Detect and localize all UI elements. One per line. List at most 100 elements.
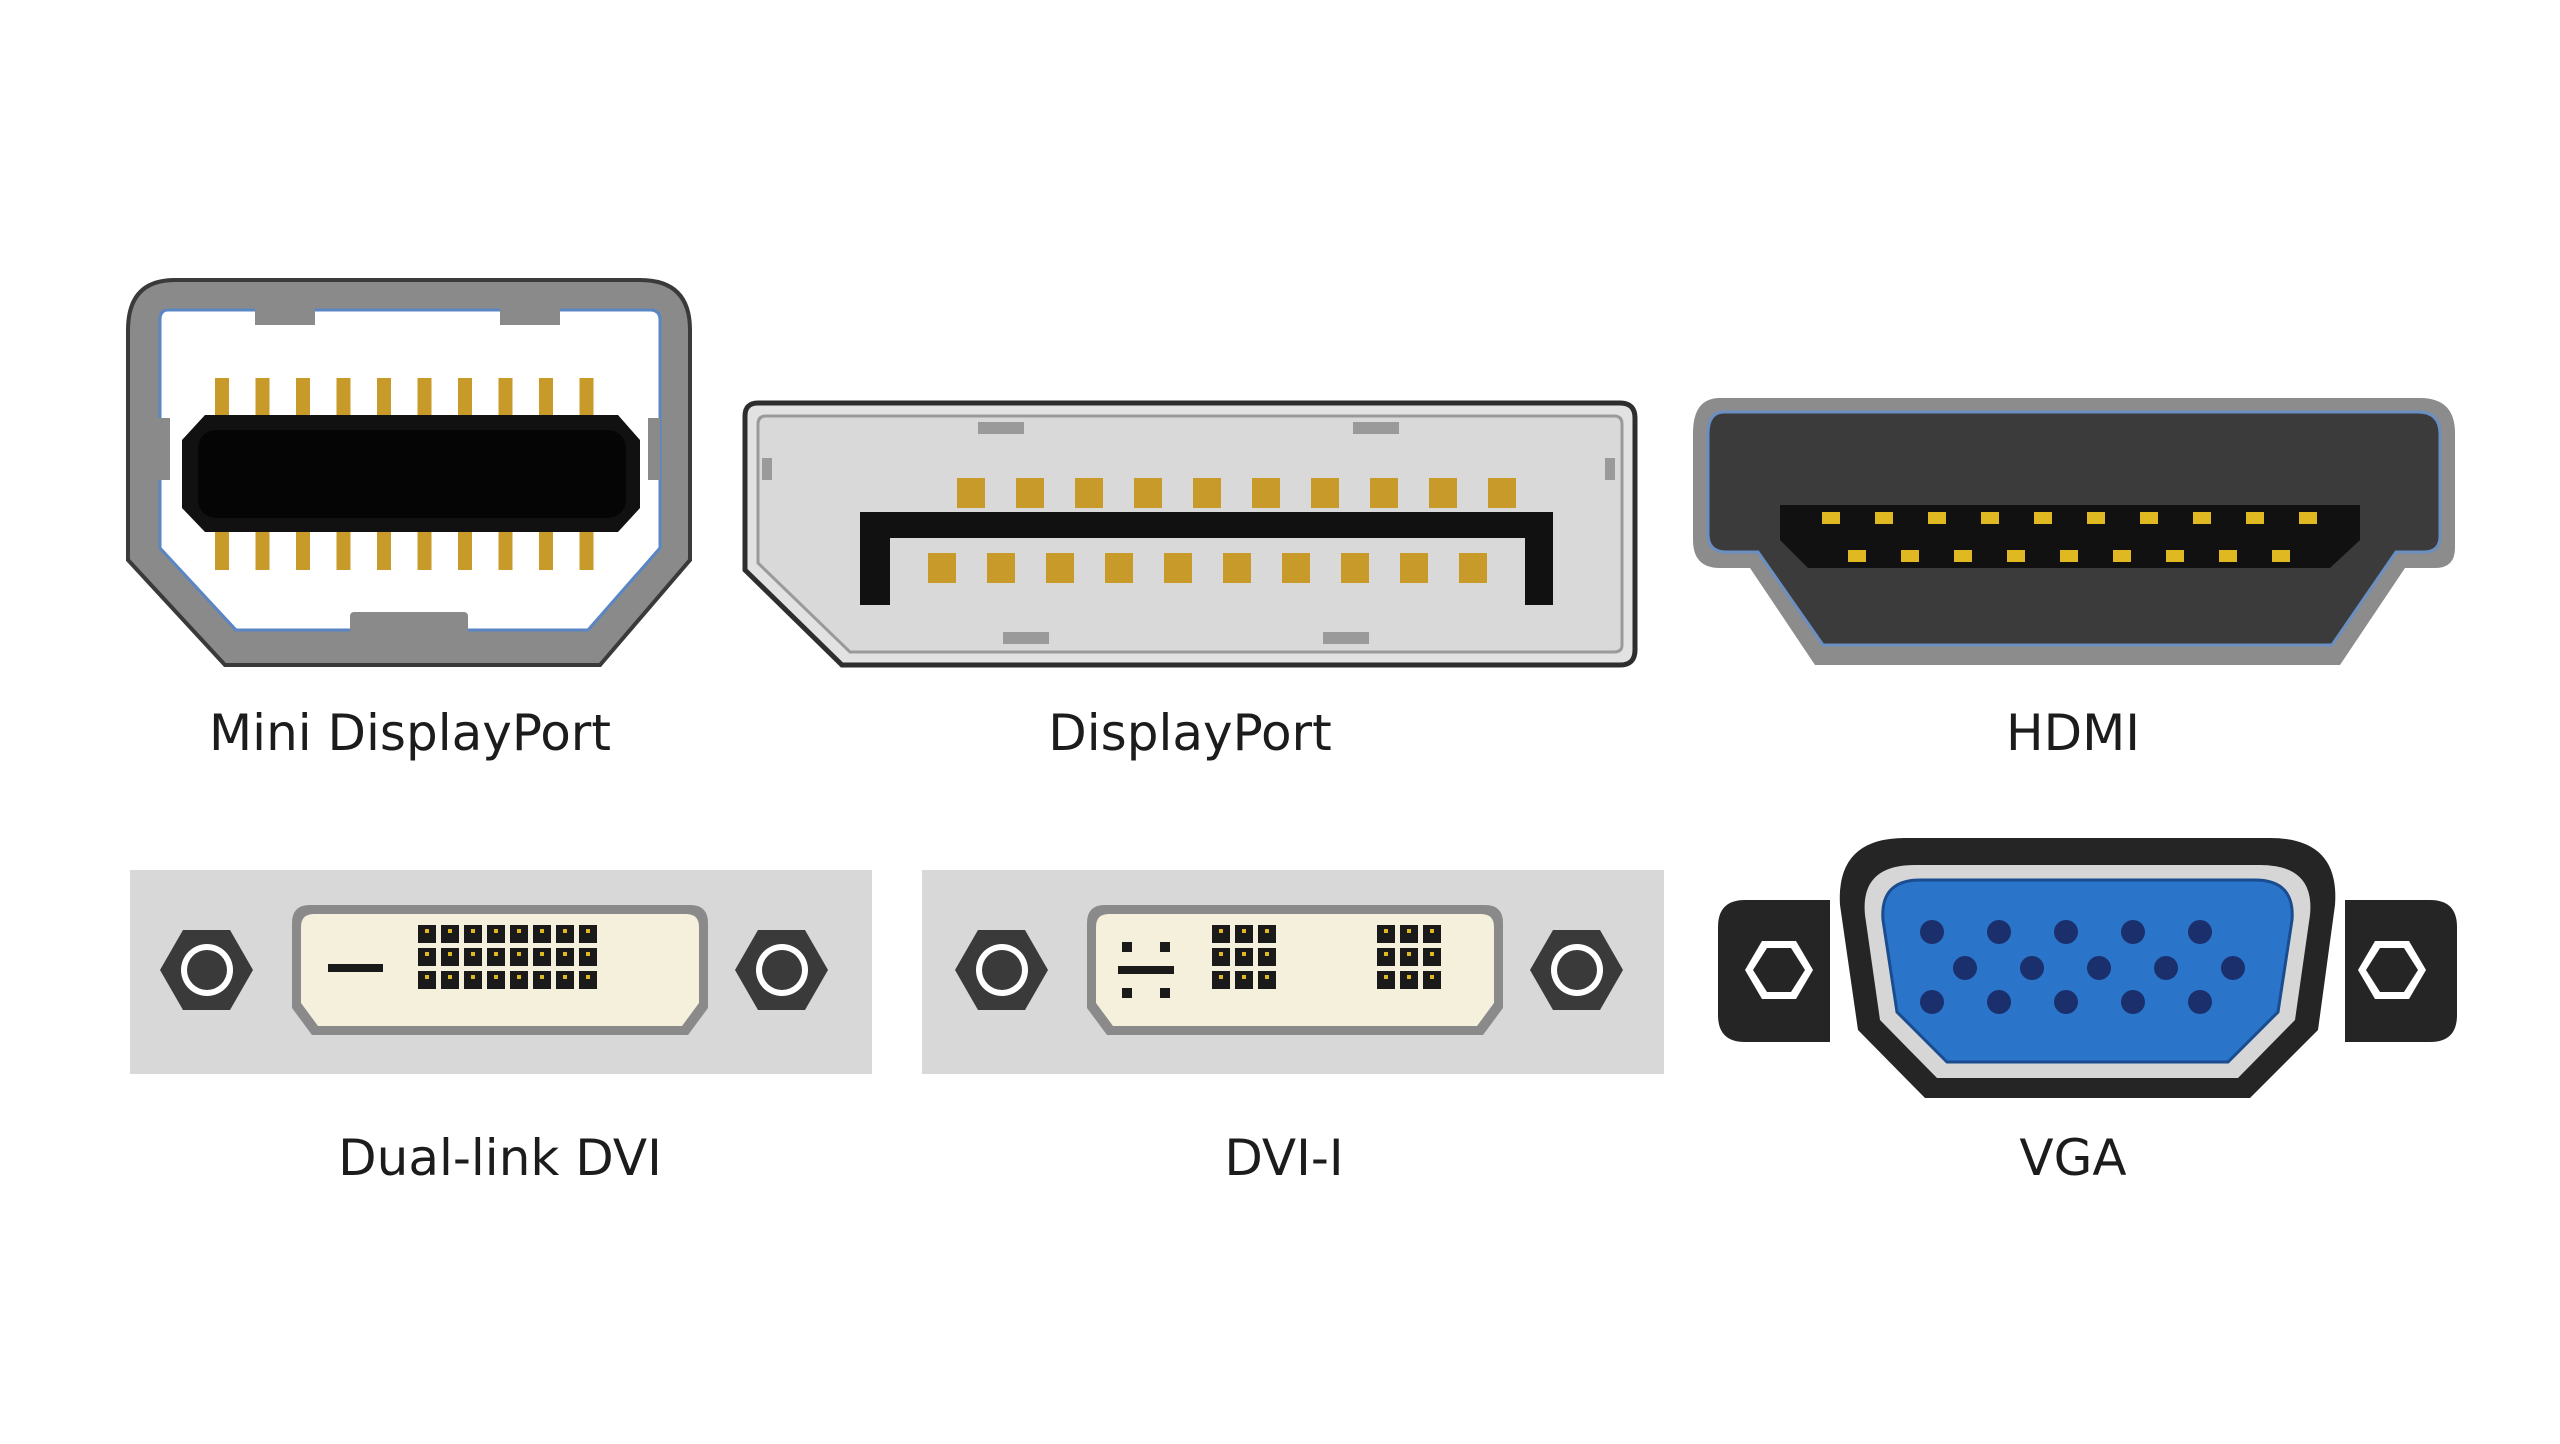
dvi-i-pin-contact: [1265, 952, 1269, 956]
vga-pin: [2154, 956, 2178, 980]
dvi-dual-pin: [579, 948, 597, 966]
vga-pin: [1987, 990, 2011, 1014]
dvi-dual-pin-contact: [517, 975, 521, 979]
hdmi-pin: [2113, 550, 2131, 562]
dvi-i-pin: [1235, 925, 1253, 943]
vga-pin: [2121, 990, 2145, 1014]
mdp-pin: [539, 526, 553, 570]
dvi-i-pin-contact: [1384, 929, 1388, 933]
dp-pin: [1016, 478, 1044, 508]
dvi-dual-pin: [441, 948, 459, 966]
dvi-dual-pin-contact: [494, 952, 498, 956]
dp-pin: [987, 553, 1015, 583]
dvi-dual-pin: [418, 925, 436, 943]
dvi-dual-pin: [533, 971, 551, 989]
dvi-i-pin-contact: [1242, 929, 1246, 933]
hdmi-pin: [2087, 512, 2105, 524]
hdmi-pin: [1875, 512, 1893, 524]
dvi-i-pin-contact: [1265, 929, 1269, 933]
connector-label-mini-displayport: Mini DisplayPort: [209, 704, 611, 762]
mdp-pin: [336, 526, 351, 570]
dp-pin: [1400, 553, 1428, 583]
dvi-dual-pin-contact: [563, 929, 567, 933]
hdmi-pin: [1928, 512, 1946, 524]
dp-pin: [1282, 553, 1310, 583]
mdp-pin: [458, 378, 472, 422]
mini-displayport-icon: [126, 278, 692, 667]
dp-pin: [1223, 553, 1251, 583]
dvi-dual-pin-contact: [494, 929, 498, 933]
dvi-i-pin-contact: [1407, 929, 1411, 933]
dvi-i-pin: [1235, 948, 1253, 966]
mdp-pin: [579, 526, 594, 570]
dvi-i-icon: [922, 870, 1664, 1074]
dvi-dual-pin-contact: [540, 952, 544, 956]
dp-pin: [1341, 553, 1369, 583]
dvi-dual-pin: [464, 948, 482, 966]
dvi-i-pin: [1400, 971, 1418, 989]
mdp-pin: [296, 526, 310, 570]
dp-pin: [1046, 553, 1074, 583]
dvi-dual-pin: [510, 971, 528, 989]
dvi-i-pin: [1258, 971, 1276, 989]
hdmi-pin: [2193, 512, 2211, 524]
dvi-i-pin: [1212, 948, 1230, 966]
dvi-dual-pin: [533, 948, 551, 966]
dvi-i-pin-contact: [1242, 952, 1246, 956]
dvi-i-pin: [1212, 925, 1230, 943]
dvi-dual-pin-contact: [586, 929, 590, 933]
dvi-dual-pin: [487, 948, 505, 966]
dvi-i-pin: [1258, 925, 1276, 943]
hdmi-pin: [1901, 550, 1919, 562]
vga-pin: [1920, 990, 1944, 1014]
vga-pin: [1920, 920, 1944, 944]
dvi-dual-pin-contact: [563, 952, 567, 956]
dvi-dual-pin-contact: [425, 952, 429, 956]
dual-link-dvi-icon: [130, 870, 872, 1074]
dvi-dual-pin: [556, 948, 574, 966]
dvi-i-pin-contact: [1242, 975, 1246, 979]
dvi-i-pin-contact: [1430, 975, 1434, 979]
hdmi-pin: [2246, 512, 2264, 524]
hdmi-icon: [1693, 398, 2455, 665]
dp-pin: [957, 478, 985, 508]
mdp-pin: [296, 378, 310, 422]
mdp-pin: [498, 526, 513, 570]
vga-pin: [2188, 990, 2212, 1014]
connector-label-displayport: DisplayPort: [1048, 704, 1332, 762]
dvi-dual-pin-contact: [517, 929, 521, 933]
vga-pin: [2188, 920, 2212, 944]
dvi-i-pin: [1212, 971, 1230, 989]
hdmi-pin: [2034, 512, 2052, 524]
vga-pin: [2221, 956, 2245, 980]
dp-pin: [1164, 553, 1192, 583]
dvi-dual-pin: [418, 948, 436, 966]
dvi-i-pin-contact: [1384, 975, 1388, 979]
dvi-dual-pin-contact: [586, 975, 590, 979]
mdp-pin: [215, 526, 229, 570]
connector-label-dual-link-dvi: Dual-link DVI: [338, 1129, 662, 1187]
dvi-i-pin-contact: [1407, 952, 1411, 956]
displayport-icon: [742, 400, 1638, 668]
vga-pin: [2020, 956, 2044, 980]
mdp-pin: [417, 378, 432, 422]
dvi-i-pin-contact: [1265, 975, 1269, 979]
dvi-dual-pin-contact: [494, 975, 498, 979]
hdmi-pin: [2060, 550, 2078, 562]
hdmi-pin: [2299, 512, 2317, 524]
hdmi-pin: [1954, 550, 1972, 562]
mdp-pin: [215, 378, 229, 422]
dvi-dual-pin-contact: [540, 929, 544, 933]
mdp-pin: [336, 378, 351, 422]
dvi-dual-pin: [464, 971, 482, 989]
dp-pin: [1459, 553, 1487, 583]
dvi-dual-pin: [441, 925, 459, 943]
mdp-pin: [498, 378, 513, 422]
dvi-i-pin: [1235, 971, 1253, 989]
vga-pin: [1953, 956, 1977, 980]
dvi-i-pin: [1377, 971, 1395, 989]
dvi-dual-pin-contact: [471, 952, 475, 956]
dvi-i-pin-contact: [1430, 952, 1434, 956]
dvi-dual-pin: [579, 971, 597, 989]
